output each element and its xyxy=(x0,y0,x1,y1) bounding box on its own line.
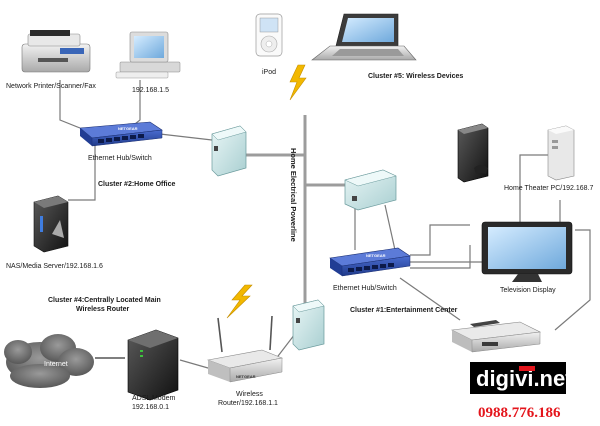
powerline-spine-label: Home Electrical Powerline xyxy=(289,148,298,242)
ethernet-hub-office-icon: NETGEAR xyxy=(79,121,163,147)
router-brand: NETGEAR xyxy=(236,374,256,379)
hub-ent-brand: NETGEAR xyxy=(366,253,386,258)
hub-ent-label: Ethernet Hub/Switch xyxy=(333,285,397,292)
pc-label: 192.168.1.5 xyxy=(132,87,169,94)
powerline-adapter-router-icon xyxy=(292,299,325,351)
ipod-label: iPod xyxy=(262,69,276,76)
laptop-icon xyxy=(311,13,417,61)
powerline-adapter-entertainment-icon xyxy=(344,169,397,211)
printer-icon xyxy=(21,30,91,73)
digivi-logo: digivi.net 0988.776.186 xyxy=(470,362,573,421)
tv-label: Television Display xyxy=(500,287,556,294)
ethernet-hub-entertainment-icon: NETGEAR xyxy=(329,247,411,277)
home-theater-pc-icon xyxy=(547,125,575,181)
powerline-adapter-office-icon xyxy=(211,125,247,177)
modem-label-1: ADSL Modem xyxy=(132,395,175,402)
printer-label: Network Printer/Scanner/Fax xyxy=(6,83,96,90)
ipod-icon xyxy=(255,13,283,57)
cluster-router-label-2: Wireless Router xyxy=(76,306,130,313)
cluster-wireless-label: Cluster #5: Wireless Devices xyxy=(368,73,463,80)
cloud-label: Internet xyxy=(44,361,68,368)
logo-phone: 0988.776.186 xyxy=(478,405,561,421)
desktop-pc-icon xyxy=(115,31,181,79)
wireless-bolt-icon xyxy=(289,64,307,101)
nas-server-icon xyxy=(33,195,69,253)
internet-cloud-icon xyxy=(4,334,94,388)
hub-office-brand: NETGEAR xyxy=(118,126,138,131)
wireless-bolt-router-icon xyxy=(226,284,253,319)
hub-office-label: Ethernet Hub/Switch xyxy=(88,155,152,162)
wireless-router-icon: NETGEAR xyxy=(206,315,284,383)
cluster-entertainment-label: Cluster #1:Entertainment Center xyxy=(350,307,458,314)
adsl-modem-icon xyxy=(127,329,179,401)
cluster-router-label-1: Cluster #4:Centrally Located Main xyxy=(48,297,161,304)
cables xyxy=(59,80,591,371)
htpc-label: Home Theater PC/192.168.7 xyxy=(504,185,593,192)
router-label-2: Router/192.168.1.1 xyxy=(218,400,278,407)
nas-label: NAS/Media Server/192.168.1.6 xyxy=(6,263,103,270)
router-label-1: Wireless xyxy=(236,391,263,398)
modem-label-2: 192.168.0.1 xyxy=(132,404,169,411)
tv-icon xyxy=(481,221,573,282)
game-console-icon xyxy=(457,123,489,183)
cluster-home-office-label: Cluster #2:Home Office xyxy=(98,181,176,188)
dvr-icon xyxy=(450,320,542,353)
